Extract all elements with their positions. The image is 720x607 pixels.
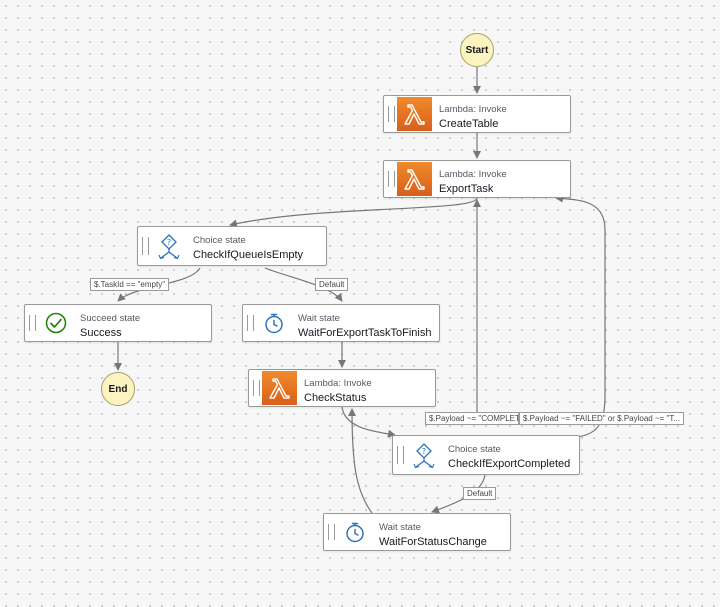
state-name-label: CheckStatus (304, 392, 367, 404)
edge-label-queue-default[interactable]: Default (315, 278, 349, 291)
edge-label-payload-failed[interactable]: $.Payload ~= "FAILED" or $.Payload ~= "T… (519, 412, 685, 425)
state-type-label: Succeed state (80, 313, 141, 324)
state-name-label: CheckIfQueueIsEmpty (193, 249, 304, 261)
state-type-label: Choice state (193, 235, 246, 246)
edge-label-export-default[interactable]: Default (463, 487, 497, 500)
edge-failed-to-exporttask (555, 194, 606, 438)
choice-icon: ? (151, 227, 187, 265)
state-type-label: Lambda: Invoke (439, 169, 507, 180)
state-type-label: Wait state (379, 522, 421, 533)
stopwatch-icon (256, 305, 292, 341)
drag-handle[interactable] (328, 524, 335, 540)
state-name-label: ExportTask (439, 183, 494, 195)
edge-queue-default-to-wait (264, 267, 343, 302)
edge-checkstatus-to-checkifexportcompleted (341, 406, 396, 438)
state-check-status[interactable]: Lambda: Invoke CheckStatus (248, 369, 436, 407)
lambda-icon (397, 97, 432, 131)
state-wait-for-status-change[interactable]: Wait state WaitForStatusChange (323, 513, 511, 551)
lambda-icon (262, 371, 297, 405)
drag-handle[interactable] (253, 380, 260, 396)
state-name-label: WaitForExportTaskToFinish (298, 327, 432, 339)
state-name-label: CreateTable (439, 118, 499, 130)
edge-waitforstatuschange-to-checkstatus (348, 408, 373, 514)
lambda-icon (397, 162, 432, 196)
svg-text:?: ? (422, 447, 426, 456)
choice-icon: ? (406, 436, 442, 474)
drag-handle[interactable] (29, 315, 36, 331)
state-name-label: Success (80, 327, 122, 339)
svg-text:?: ? (167, 238, 171, 247)
state-check-if-export-completed[interactable]: ? Choice state CheckIfExportCompleted (392, 435, 580, 475)
state-name-label: WaitForStatusChange (379, 536, 487, 548)
success-check-icon (38, 305, 74, 341)
state-wait-for-export-task-to-finish[interactable]: Wait state WaitForExportTaskToFinish (242, 304, 440, 342)
state-name-label: CheckIfExportCompleted (448, 458, 571, 470)
state-success[interactable]: Succeed state Success (24, 304, 212, 342)
state-type-label: Choice state (448, 444, 501, 455)
state-type-label: Lambda: Invoke (304, 378, 372, 389)
state-export-task[interactable]: Lambda: Invoke ExportTask (383, 160, 571, 198)
end-node[interactable]: End (101, 372, 135, 406)
state-create-table[interactable]: Lambda: Invoke CreateTable (383, 95, 571, 133)
drag-handle[interactable] (388, 171, 395, 187)
edge-exporttask-to-checkifqueueisempty (229, 197, 478, 228)
drag-handle[interactable] (397, 446, 404, 464)
edge-label-payload-completed[interactable]: $.Payload ~= "COMPLETED" (425, 412, 519, 425)
drag-handle[interactable] (388, 106, 395, 122)
start-node[interactable]: Start (460, 33, 494, 67)
state-check-if-queue-is-empty[interactable]: ? Choice state CheckIfQueueIsEmpty (137, 226, 327, 266)
drag-handle[interactable] (247, 315, 254, 331)
drag-handle[interactable] (142, 237, 149, 255)
edge-label-task-id-empty[interactable]: $.TaskId == "empty" (90, 278, 170, 291)
stopwatch-icon (337, 514, 373, 550)
state-type-label: Lambda: Invoke (439, 104, 507, 115)
start-label: Start (465, 44, 489, 56)
state-type-label: Wait state (298, 313, 340, 324)
end-label: End (108, 383, 128, 395)
